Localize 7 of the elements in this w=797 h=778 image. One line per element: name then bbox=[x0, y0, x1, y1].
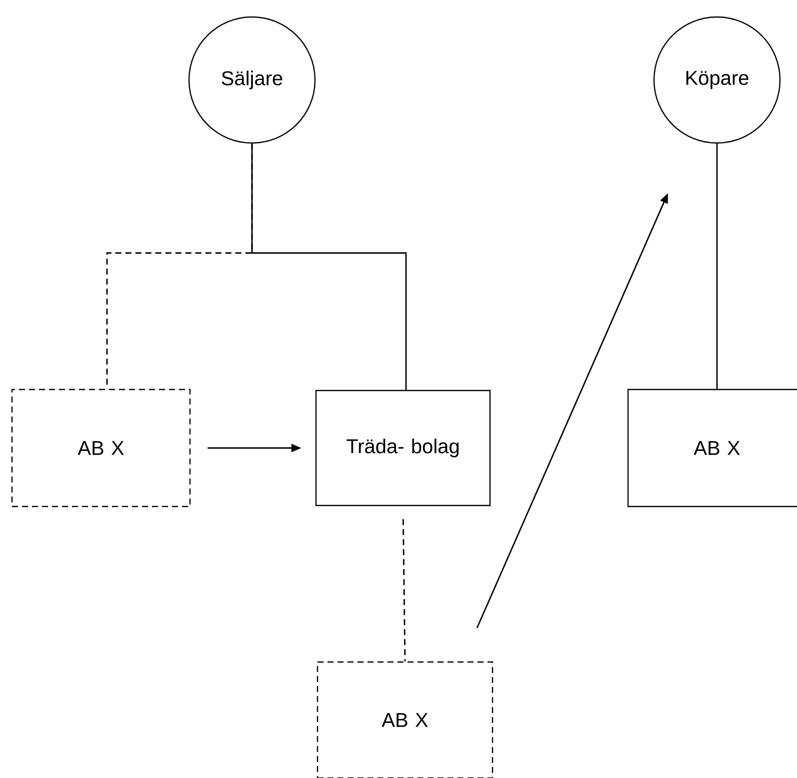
company-box: AB X bbox=[627, 388, 797, 508]
connector-line bbox=[716, 144, 718, 389]
connector-line bbox=[402, 519, 406, 662]
connector-line bbox=[106, 144, 253, 389]
company-box: AB X bbox=[11, 388, 191, 508]
company-box: Träda- bolag bbox=[315, 390, 491, 506]
company-box: AB X bbox=[316, 661, 494, 778]
